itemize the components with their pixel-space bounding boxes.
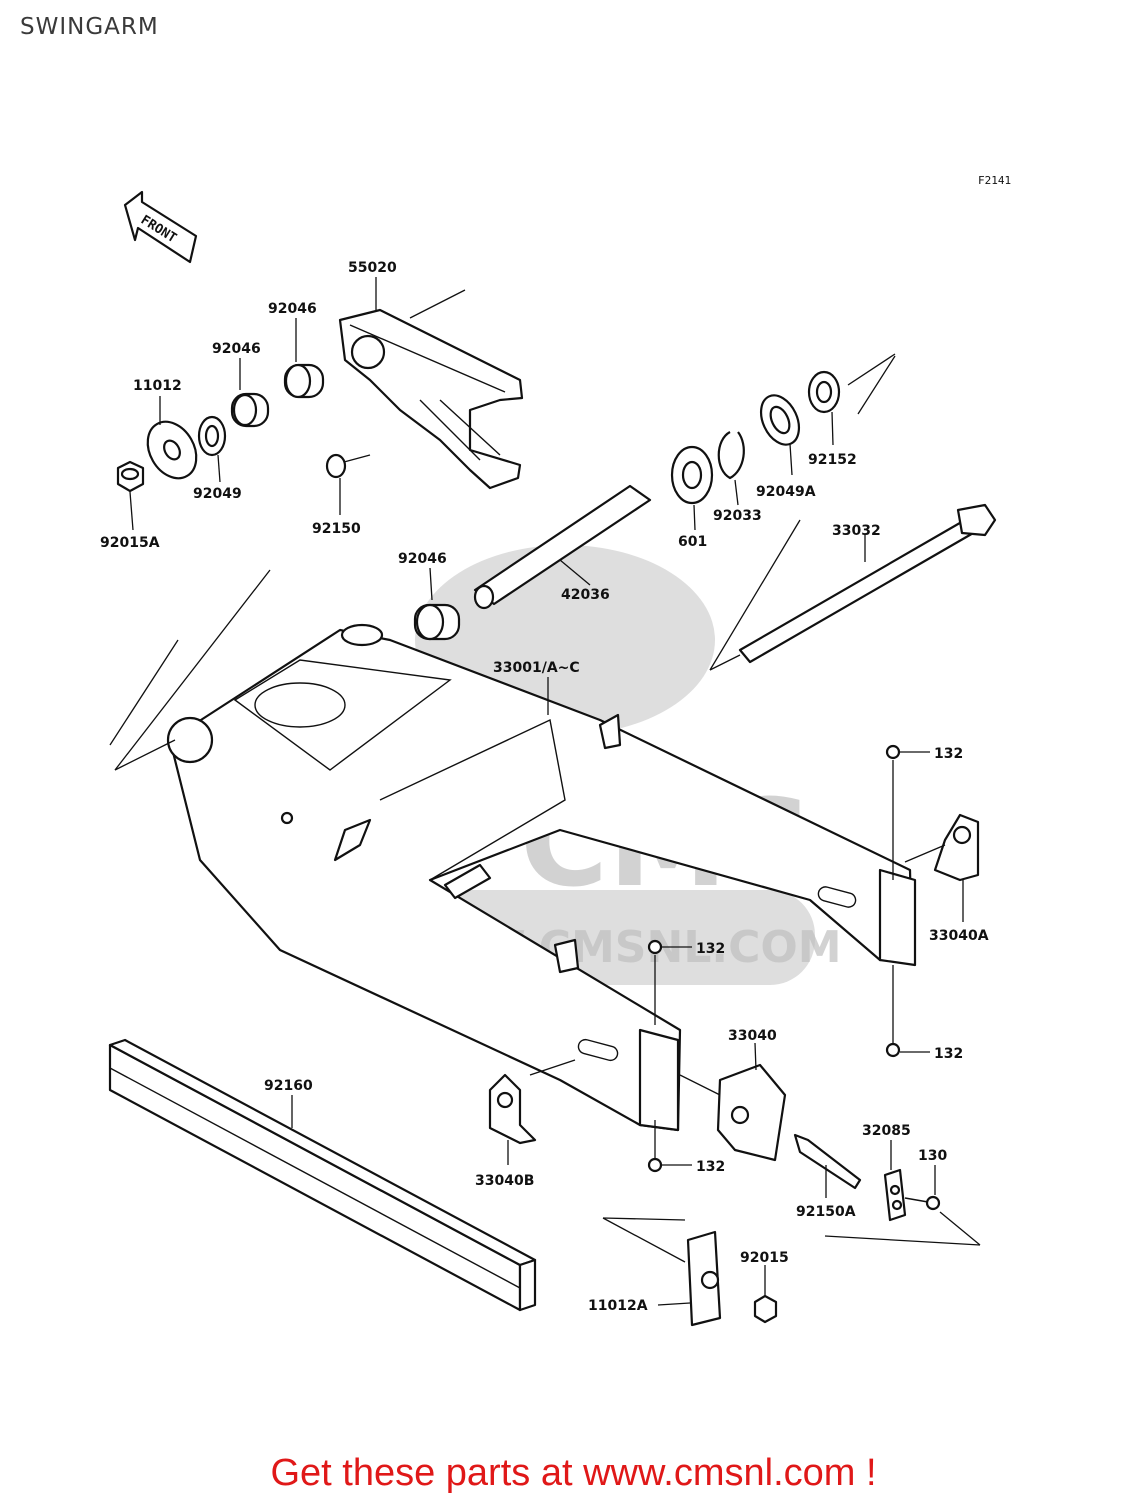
circlip-92033 bbox=[717, 431, 745, 506]
nut-92015 bbox=[753, 1265, 778, 1324]
label-132-d: 132 bbox=[696, 1159, 725, 1175]
label-92046-c: 92046 bbox=[398, 551, 447, 567]
label-33001: 33001/A~C bbox=[493, 660, 580, 676]
label-132-a: 132 bbox=[934, 746, 963, 762]
bolt-132-a bbox=[885, 744, 930, 880]
adjuster-33040 bbox=[679, 1042, 787, 1162]
bolt-130 bbox=[824, 1165, 981, 1246]
label-92049: 92049 bbox=[193, 486, 242, 502]
bolt-132-c bbox=[885, 965, 930, 1058]
label-55020: 55020 bbox=[348, 260, 397, 276]
pivot-shaft-33032 bbox=[709, 503, 997, 671]
plate-11012A bbox=[602, 1217, 722, 1327]
label-33040: 33040 bbox=[728, 1028, 777, 1044]
label-601: 601 bbox=[678, 534, 707, 550]
bolt-132-d bbox=[647, 1120, 692, 1173]
label-11012: 11012 bbox=[133, 378, 182, 394]
figure-ref: F2141 bbox=[978, 174, 1011, 187]
sleeve-42036 bbox=[473, 484, 652, 610]
label-92049A: 92049A bbox=[756, 484, 816, 500]
label-130: 130 bbox=[918, 1148, 947, 1164]
front-arrow-icon: FRONT bbox=[123, 190, 198, 264]
bearing-92046-b bbox=[230, 358, 270, 428]
seal-92049 bbox=[197, 415, 227, 483]
label-92152: 92152 bbox=[808, 452, 857, 468]
label-33040B: 33040B bbox=[475, 1173, 534, 1189]
bearing-601 bbox=[670, 445, 714, 531]
label-92046-a: 92046 bbox=[268, 301, 317, 317]
page-title: SWINGARM bbox=[20, 14, 159, 40]
label-92033: 92033 bbox=[713, 508, 762, 524]
plate-32085 bbox=[883, 1140, 907, 1222]
nut-92015A bbox=[116, 460, 145, 531]
label-32085: 32085 bbox=[862, 1123, 911, 1139]
chain-guard-92160 bbox=[108, 1038, 537, 1312]
bracket-33040B bbox=[488, 1059, 576, 1165]
label-42036: 42036 bbox=[561, 587, 610, 603]
bearing-92046-a bbox=[283, 318, 325, 399]
bracket-33040A bbox=[904, 813, 980, 922]
footer-promo-link[interactable]: Get these parts at www.cmsnl.com ! bbox=[270, 1452, 877, 1494]
label-92150A: 92150A bbox=[796, 1204, 856, 1220]
bolt-92150A bbox=[793, 1133, 862, 1198]
seal-92049A bbox=[759, 394, 801, 476]
label-33040A: 33040A bbox=[929, 928, 989, 944]
label-92015A: 92015A bbox=[100, 535, 160, 551]
collar-92152 bbox=[807, 353, 896, 446]
bolt-132-b bbox=[647, 939, 692, 1025]
label-92150: 92150 bbox=[312, 521, 361, 537]
collar-11012 bbox=[146, 396, 198, 480]
label-11012A: 11012A bbox=[588, 1298, 648, 1314]
label-132-b: 132 bbox=[696, 941, 725, 957]
label-132-c: 132 bbox=[934, 1046, 963, 1062]
bolt-92150 bbox=[325, 453, 371, 515]
label-92046-b: 92046 bbox=[212, 341, 261, 357]
label-92160: 92160 bbox=[264, 1078, 313, 1094]
chain-slider-55020 bbox=[338, 277, 524, 490]
label-92015: 92015 bbox=[740, 1250, 789, 1266]
swingarm-33001 bbox=[109, 569, 917, 1132]
bearing-92046-c bbox=[413, 567, 461, 641]
label-33032: 33032 bbox=[832, 523, 881, 539]
